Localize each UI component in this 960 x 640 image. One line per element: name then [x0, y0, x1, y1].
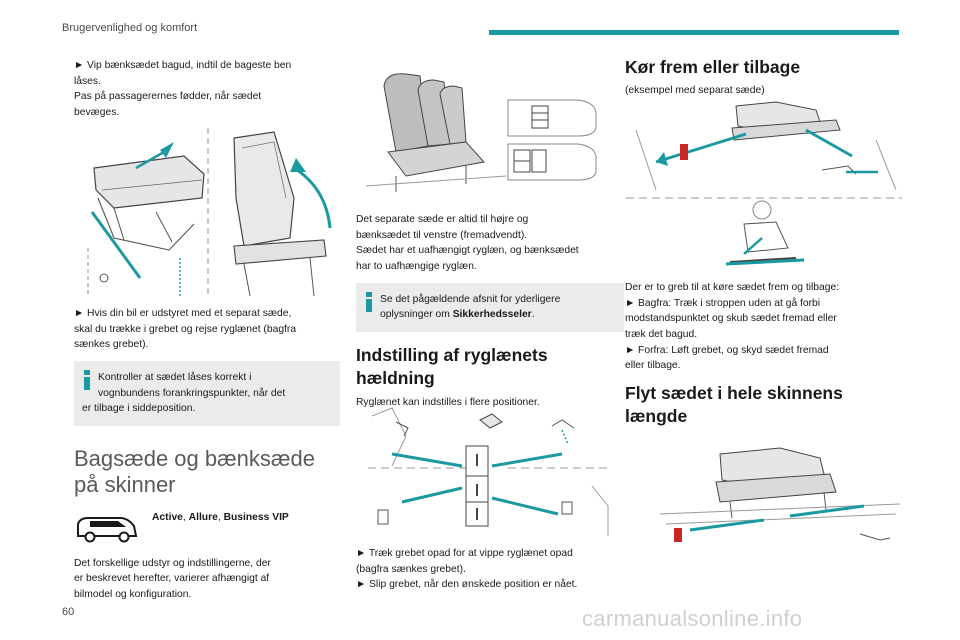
paragraph-two-handles: Der er to greb til at køre sædet frem og… — [625, 282, 840, 372]
paragraph-seat-layout: Det separate sæde er altid til højre og … — [356, 214, 579, 272]
info-note-seatbelts: Se det pågældende afsnit for yderligere … — [356, 282, 624, 332]
column-3-middle: Der er to greb til at køre sædet frem og… — [625, 280, 903, 427]
column-2-lower: ► Træk grebet opad for at vippe ryglænet… — [356, 546, 624, 601]
paragraph-backrest-positions: Ryglænet kan indstilles i flere position… — [356, 397, 540, 409]
paragraph-equipment: Det forskellige udstyr og indstillingern… — [74, 557, 271, 601]
heading-full-rail: Flyt sædet i hele skinnens længde — [625, 382, 843, 426]
versions-text: Active, Allure, Business VIP — [152, 511, 289, 523]
page-number: 60 — [62, 606, 75, 618]
heading-backrest-angle: Indstilling af ryglænets hældning — [356, 344, 548, 388]
section-title: Brugervenlighed og komfort — [62, 22, 198, 34]
full-rail-illustration — [660, 447, 900, 542]
info-icon — [365, 291, 373, 312]
column-2: Det separate sæde er altid til højre og … — [356, 212, 624, 419]
heading-forward-back: Kør frem eller tilbage — [625, 57, 801, 77]
heading-rear-seat-rails: Bagsæde og bænksæde på skinner — [74, 445, 315, 497]
bench-tilt-illustration — [74, 128, 340, 296]
seat-slide-illustration — [626, 101, 902, 266]
backrest-adjust-illustration — [368, 407, 612, 536]
subheading-example: (eksempel med separat sæde) — [625, 84, 765, 96]
van-icon — [77, 516, 138, 543]
info-note-lock: Kontroller at sædet låses korrekt i vogn… — [74, 360, 340, 426]
watermark: carmanualsonline.info — [582, 606, 803, 631]
versions-row: Active, Allure, Business VIP — [74, 510, 340, 552]
column-1: ► Vip bænksædet bagud, indtil de bageste… — [74, 48, 340, 129]
column-3: Kør frem eller tilbage (eksempel med sep… — [625, 56, 903, 106]
paragraph-separate-seat: ► Hvis din bil er udstyret med et separa… — [74, 308, 297, 351]
paragraph-backrest-steps: ► Træk grebet opad for at vippe ryglænet… — [356, 548, 578, 591]
column-1-lower: ► Hvis din bil er udstyret med et separa… — [74, 306, 340, 611]
seats-layout-illustration — [366, 73, 597, 192]
paragraph-tilt-bench: ► Vip bænksædet bagud, indtil de bageste… — [74, 60, 292, 118]
header-accent-bar — [489, 30, 899, 35]
info-icon — [83, 369, 91, 390]
